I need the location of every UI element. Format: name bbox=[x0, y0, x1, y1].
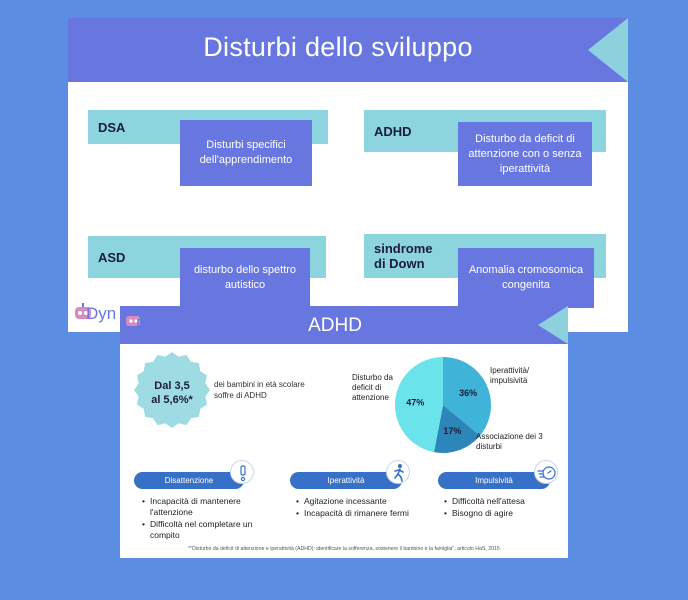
pie-slice-hyperactivity bbox=[443, 357, 491, 436]
stat-value-line-1: Dal 3,5 bbox=[154, 380, 189, 392]
pie-slice-attention-deficit bbox=[395, 357, 443, 453]
stat-badge: Dal 3,5 al 5,6%* bbox=[134, 352, 210, 428]
list-item: Incapacità di mantenere l'attenzione bbox=[142, 496, 260, 518]
list-item: Difficoltà nell'attesa bbox=[444, 496, 554, 507]
disorder-name: ADHD bbox=[374, 124, 412, 139]
stat-description: dei bambini in età scolare soffre di ADH… bbox=[214, 380, 305, 400]
adhd-pie-chart: 36% 17% 47% bbox=[395, 357, 491, 453]
list-item: Agitazione incessante bbox=[296, 496, 426, 507]
adhd-card: ADHD Dal 3,5 al 5,6%* dei bambini in età… bbox=[120, 306, 568, 558]
stat-value-line-2: al 5,6%* bbox=[151, 394, 193, 406]
disorder-name: sindrome di Down bbox=[374, 241, 433, 271]
pie-legend-attention-deficit: Disturbo da deficit di attenzione bbox=[352, 373, 393, 402]
pie-slice-association-label: 17% bbox=[443, 426, 461, 436]
card-title: Disturbi dello sviluppo bbox=[203, 32, 473, 62]
development-disorders-card: Disturbi dello sviluppo DSA Disturbi spe… bbox=[68, 18, 628, 332]
disorder-description-down-syndrome: Anomalia cromosomica congenita bbox=[458, 248, 594, 308]
pie-legend-hyperactivity: Iperattività/ impulsività bbox=[490, 366, 530, 385]
disorder-description-dsa: Disturbi specifici dell'apprendimento bbox=[180, 120, 312, 186]
pie-slice-association bbox=[434, 405, 480, 453]
pie-legend-association: Associazione dei 3 disturbi bbox=[476, 432, 543, 451]
card-header bbox=[120, 306, 568, 344]
speed-icon bbox=[534, 460, 558, 484]
card-header bbox=[68, 18, 628, 82]
hyperactivity-bullets: Agitazione incessante Incapacità di rima… bbox=[296, 496, 426, 520]
robot-mascot-icon bbox=[75, 303, 91, 319]
list-item: Difficoltà nel completare un compito bbox=[142, 519, 260, 541]
disorder-name: ASD bbox=[98, 250, 126, 265]
card-title: ADHD bbox=[308, 315, 362, 336]
section-pill-impulsivity: Impulsività bbox=[438, 472, 550, 489]
list-item: Incapacità di rimanere fermi bbox=[296, 508, 426, 519]
section-pill-hyperactivity: Iperattività bbox=[290, 472, 402, 489]
running-person-icon bbox=[386, 460, 410, 484]
disorder-description-adhd: Disturbo da deficit di attenzione con o … bbox=[458, 122, 592, 186]
disorder-description-asd: disturbo dello spettro autistico bbox=[180, 248, 310, 308]
inattention-bullets: Incapacità di mantenere l'attenzione Dif… bbox=[142, 496, 260, 542]
exclamation-icon bbox=[230, 460, 254, 484]
disorder-name: DSA bbox=[98, 120, 126, 135]
footnote: *"Disturbo da deficit di attenzione e ip… bbox=[188, 546, 500, 552]
impulsivity-bullets: Difficoltà nell'attesa Bisogno di agire bbox=[444, 496, 554, 520]
section-pill-inattention: Disattenzione bbox=[134, 472, 244, 489]
pie-slice-attention-deficit-label: 47% bbox=[406, 397, 424, 407]
robot-mascot-icon bbox=[126, 316, 140, 326]
pie-slice-hyperactivity-label: 36% bbox=[459, 388, 477, 398]
list-item: Bisogno di agire bbox=[444, 508, 554, 519]
